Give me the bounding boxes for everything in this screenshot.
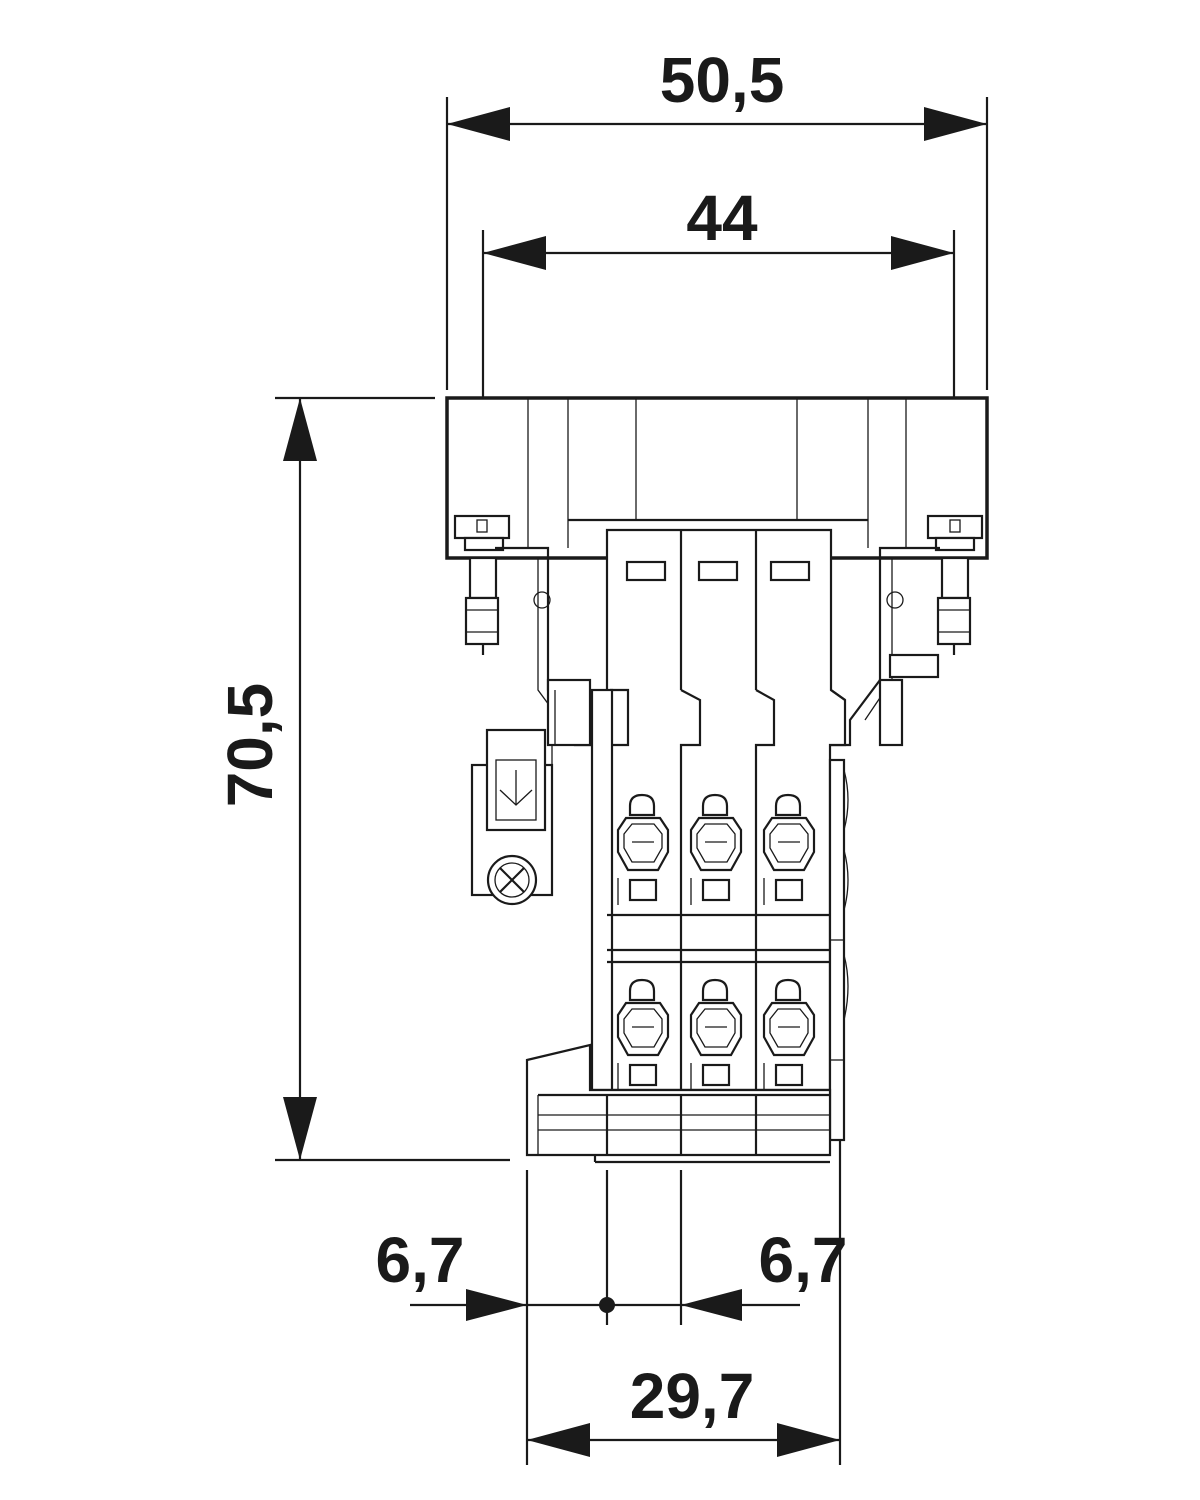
terminal-cell (762, 978, 816, 1090)
base-foot (525, 1043, 832, 1164)
arrow-head (777, 1423, 840, 1457)
bracket-right-inner (864, 557, 925, 721)
screw-washer (934, 536, 976, 552)
dim-label-pitch-left: 6,7 (376, 1224, 465, 1296)
arrow-head (527, 1423, 590, 1457)
flange-body (445, 396, 989, 560)
release-button (774, 978, 802, 1002)
terminal-cell (689, 793, 743, 905)
screw-washer (463, 536, 505, 552)
latch-tab (888, 653, 940, 679)
release-button (701, 978, 729, 1002)
test-socket (774, 1063, 804, 1087)
arrow-head (891, 236, 954, 270)
arrow-head (681, 1289, 742, 1321)
terminal-cell (689, 978, 743, 1090)
latch-curve (843, 769, 849, 831)
screw-nut (936, 596, 972, 646)
test-socket (628, 1063, 658, 1087)
dim-label-overall-width: 50,5 (660, 44, 785, 116)
wire-entry-inner (696, 823, 736, 863)
bracket-rivet (533, 591, 551, 609)
terminal-cell (616, 793, 670, 905)
marker-window-2 (697, 560, 739, 582)
wire-entry (616, 1001, 670, 1057)
screw-shank (940, 556, 970, 600)
screw-slot (476, 519, 488, 533)
right-latch-strip (828, 758, 849, 1142)
release-button (774, 793, 802, 817)
release-button (701, 793, 729, 817)
dim-label-base-width: 29,7 (630, 1360, 755, 1432)
test-socket (701, 878, 731, 902)
chamber-step (754, 689, 776, 1090)
test-socket (774, 878, 804, 902)
bracket-rivet (886, 591, 904, 609)
connector-housing (445, 396, 989, 1164)
terminal-grid (616, 793, 816, 1090)
wire-entry (689, 1001, 743, 1057)
pe-clamp (470, 728, 554, 906)
chamber-step (607, 688, 630, 747)
latch-curve (843, 954, 849, 1021)
wire-entry-inner (623, 1008, 663, 1048)
dim-height: 70,5 (214, 396, 510, 1162)
chamber-step (679, 689, 702, 1090)
side-block-left (546, 678, 592, 747)
terminal-cell (616, 978, 670, 1090)
release-button (628, 793, 656, 817)
terminal-cell (762, 793, 816, 905)
mounting-screw-right (926, 514, 984, 646)
dim-label-mounting-width: 44 (686, 182, 758, 254)
test-socket (701, 1063, 731, 1087)
marker-window-3 (769, 560, 811, 582)
screw-nut (464, 596, 500, 646)
release-button (628, 978, 656, 1002)
arrow-head (924, 107, 987, 141)
wire-entry (616, 816, 670, 872)
arrow-head (447, 107, 510, 141)
wire-entry (762, 1001, 816, 1057)
wire-entry-inner (623, 823, 663, 863)
dim-overall-width: 50,5 (445, 44, 989, 390)
dim-label-pitch-right: 6,7 (759, 1224, 848, 1296)
arrow-head (483, 236, 546, 270)
base-outline (525, 1043, 832, 1157)
wire-entry-inner (769, 823, 809, 863)
screw-shank (468, 556, 498, 600)
latch-curve (843, 849, 849, 911)
dim-label-height: 70,5 (214, 683, 286, 808)
test-socket (628, 878, 658, 902)
latch-arm (878, 678, 904, 747)
pe-screw-inner (494, 862, 530, 898)
bracket-right (830, 546, 940, 747)
arrow-head (283, 398, 317, 461)
side-plate-left (590, 688, 614, 1092)
screw-slot (949, 519, 961, 533)
center-dot (599, 1297, 615, 1313)
wire-entry (689, 816, 743, 872)
mounting-screw-left (453, 514, 511, 646)
marker-window-1 (625, 560, 667, 582)
arrow-head (466, 1289, 527, 1321)
wire-entry-inner (696, 1008, 736, 1048)
pe-screw-cross (499, 867, 525, 893)
wire-entry (762, 816, 816, 872)
latch-strip (828, 758, 846, 1142)
chamber-step (830, 689, 846, 701)
wire-entry-inner (769, 1008, 809, 1048)
arrow-head (283, 1097, 317, 1160)
dim-bottom: 6,7 6,7 29,7 (376, 1135, 848, 1465)
